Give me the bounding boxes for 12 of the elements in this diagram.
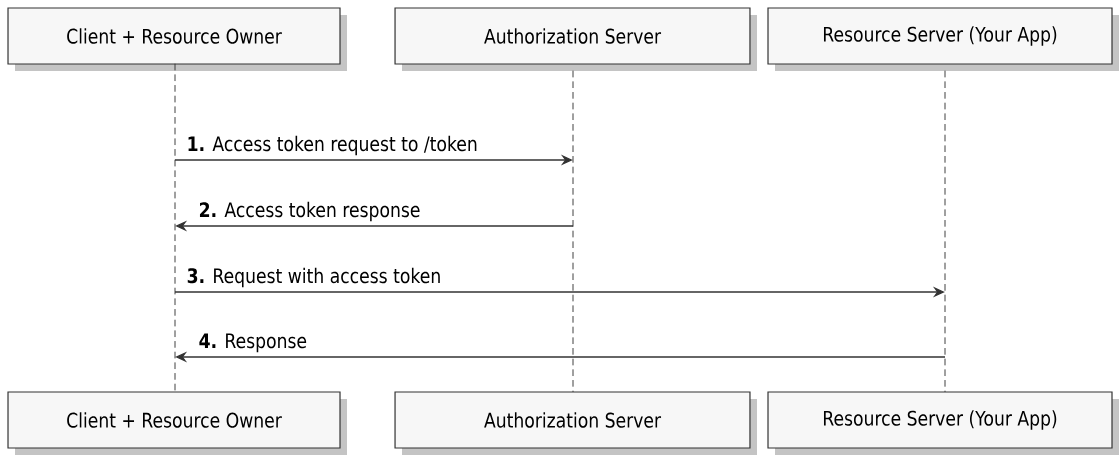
lifeline [944, 70, 946, 393]
participant-box: Client + Resource Owner [7, 7, 347, 71]
participant-box: Authorization Server [394, 391, 757, 455]
participant-box: Resource Server (Your App) [767, 391, 1119, 455]
message-label: 2. Access token response [199, 201, 420, 222]
message-label: 3. Request with access token [187, 267, 440, 288]
message-label: 1. Access token request to /token [188, 135, 477, 156]
message-label: 4. Response [199, 333, 307, 353]
participant-box: Authorization Server [394, 7, 757, 71]
participant-box: Resource Server (Your App) [767, 7, 1119, 71]
lifeline [572, 70, 574, 393]
participant-box: Client + Resource Owner [7, 391, 347, 455]
